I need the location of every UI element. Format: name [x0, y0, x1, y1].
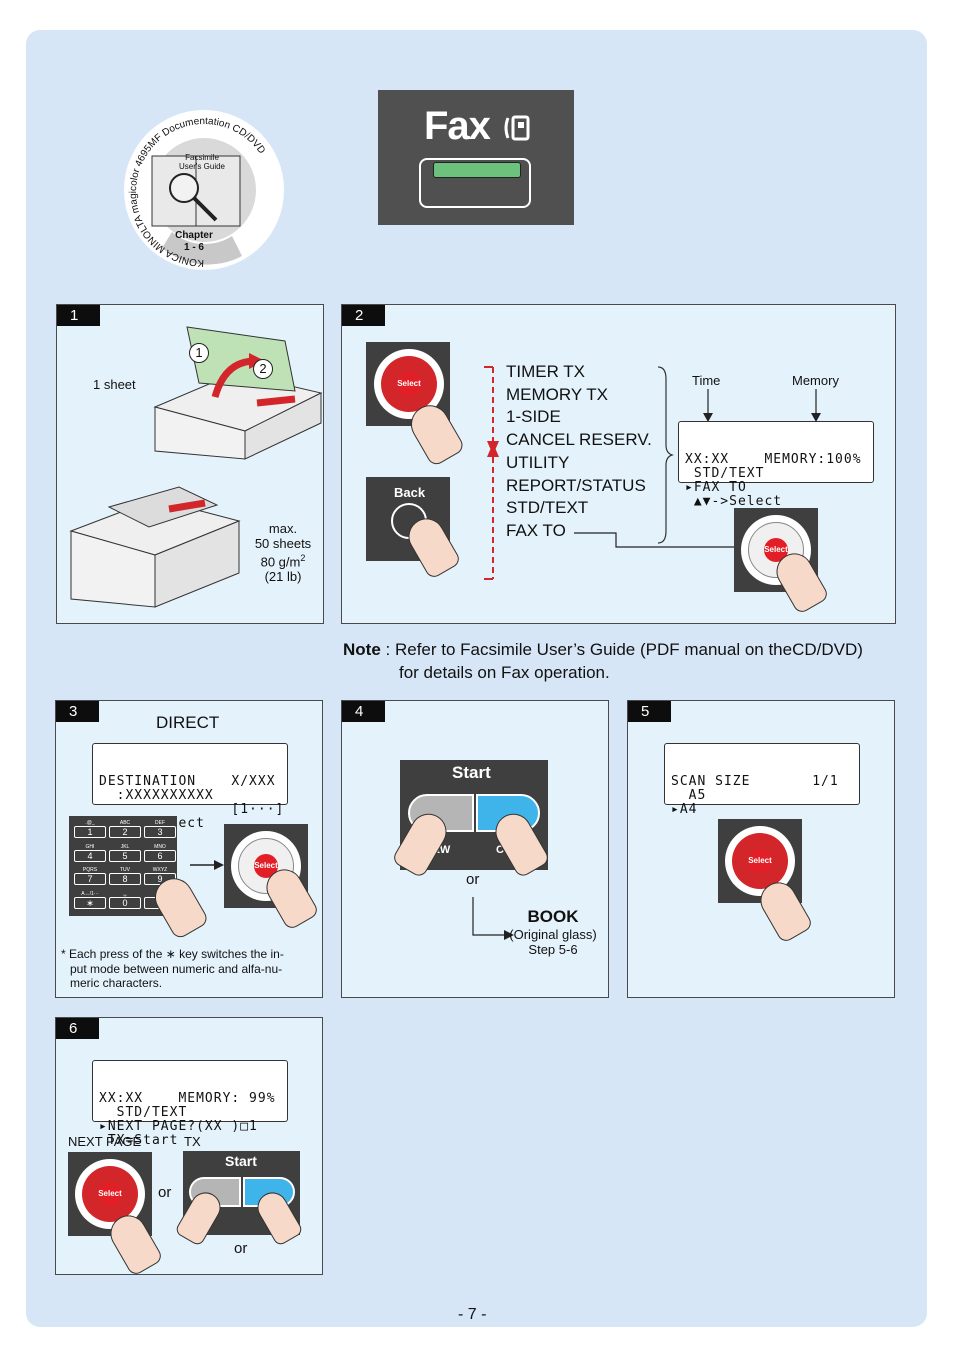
fax-key-button[interactable] [419, 158, 531, 208]
documentation-cd: KONICA MINOLTA magicolor 4695MF Document… [122, 108, 287, 273]
step2-back-key[interactable]: Back [366, 477, 463, 581]
step3-panel: 3 DIRECT DESTINATION X/XXX :XXXXXXXXXX [… [55, 700, 323, 998]
select-button[interactable]: Select [254, 854, 278, 878]
cd-chapter-label: Chapter [175, 230, 213, 241]
step6-start-key: Start [174, 1151, 304, 1248]
step2-number: 2 [342, 305, 385, 326]
keypad-key-0[interactable]: ␣0 [109, 891, 141, 913]
menu-item-memory-tx[interactable]: MEMORY TX [506, 384, 609, 404]
step1-marker-2: 2 [253, 359, 273, 379]
step4-or: or [466, 871, 480, 888]
cd-book-title-1: Facsimile [185, 153, 219, 162]
cd-book-title-2: User's Guide [179, 162, 225, 171]
step5-lcd: SCAN SIZE 1/1 A5▸A4 [664, 743, 860, 817]
keypad-key-1[interactable]: .@_1 [74, 820, 106, 842]
step3-number: 3 [56, 701, 99, 722]
step5-number: 5 [628, 701, 671, 722]
step2-lcd: XX:XX MEMORY:100% STD/TEXT▸FAX TO ▲▼->Se… [678, 421, 874, 509]
step4-number: 4 [342, 701, 385, 722]
step2-select-dial-confirm[interactable]: Select [734, 508, 831, 616]
select-button[interactable]: Select [98, 1182, 122, 1206]
step6-start-label: Start [225, 1153, 257, 1169]
step5-panel: 5 SCAN SIZE 1/1 A5▸A4 Select [627, 700, 895, 998]
menu-item-report-status[interactable]: REPORT/STATUS [506, 475, 646, 495]
cd-disc-graphic: KONICA MINOLTA magicolor 4695MF Document… [124, 110, 284, 270]
next-page-label: NEXT PAGE [68, 1134, 142, 1149]
step6-lcd: XX:XX MEMORY: 99% STD/TEXT▸NEXT PAGE?(XX… [92, 1060, 288, 1148]
step4-panel: 4 Start B&W Color or BOOK (Original glas… [341, 700, 609, 998]
step5-select-dial[interactable]: Select [718, 819, 815, 945]
menu-item-std-text[interactable]: STD/TEXT [506, 498, 589, 518]
step2-scroll-arrows [484, 366, 499, 580]
step1-panel: 1 1 sheet 1 2 max. 50 sheets 80 g/m2 (21… [56, 304, 324, 624]
step2-menu-brace [657, 366, 674, 544]
select-button[interactable]: Select [397, 372, 421, 396]
start-label: Start [452, 763, 491, 782]
step1-adf-note: max. 50 sheets 80 g/m2 (21 lb) [254, 521, 312, 585]
step6-select-dial[interactable]: Select [68, 1152, 165, 1278]
note-line-1: : Refer to Facsimile User’s Guide (PDF m… [385, 640, 863, 659]
note-label: Note [343, 640, 381, 659]
time-label: Time [692, 373, 721, 388]
step3-footnote: * Each press of the ∗ key switches the i… [61, 947, 284, 990]
fax-key-label: Fax [424, 104, 491, 148]
page-number: - 7 - [458, 1306, 487, 1323]
printer-adf-illustration [69, 486, 241, 608]
step2-select-dial[interactable]: Select [366, 342, 466, 468]
cd-chapter-range: 1 - 6 [183, 242, 204, 253]
step4-book-note: BOOK (Original glass) Step 5-6 [509, 907, 597, 957]
step2-panel: 2 Select Back TIMER TX MEMORY TX 1-SIDE … [341, 304, 896, 624]
menu-item-utility[interactable]: UTILITY [506, 452, 570, 472]
step1-glass-note: 1 sheet [93, 377, 136, 392]
step3-lcd: DESTINATION X/XXX :XXXXXXXXXX [1···] EDI… [92, 743, 288, 831]
step1-number: 1 [57, 305, 100, 326]
step6-or-2: or [234, 1240, 248, 1257]
fax-icon [504, 114, 530, 142]
step3-title: DIRECT [156, 713, 220, 732]
fax-key-panel: Fax [378, 90, 574, 225]
step3-select-dial[interactable]: Select [224, 824, 321, 932]
step4-book-arrow [472, 897, 514, 940]
keypad-key-star[interactable]: A↔/1···∗ [74, 891, 106, 913]
menu-item-cancel-reserv[interactable]: CANCEL RESERV. [506, 430, 652, 450]
step2-menu-list: TIMER TX MEMORY TX 1-SIDE CANCEL RESERV.… [506, 361, 652, 543]
fax-note: Note : Refer to Facsimile User’s Guide (… [343, 638, 863, 684]
tx-label: TX [184, 1134, 201, 1149]
step6-panel: 6 XX:XX MEMORY: 99% STD/TEXT▸NEXT PAGE?(… [55, 1017, 323, 1278]
menu-item-timer-tx[interactable]: TIMER TX [506, 362, 586, 381]
select-button[interactable]: Select [748, 849, 772, 873]
menu-item-fax-to[interactable]: FAX TO [506, 520, 566, 540]
step1-marker-1: 1 [189, 343, 209, 363]
step6-number: 6 [56, 1018, 99, 1039]
step6-or-1: or [158, 1184, 172, 1201]
printer-top-illustration [153, 326, 323, 460]
memory-label: Memory [792, 373, 839, 388]
step3-arrow [190, 860, 224, 870]
step2-lcd-pointers [703, 389, 821, 422]
step4-start-key: Start B&W Color [390, 760, 552, 879]
menu-item-1-side[interactable]: 1-SIDE [506, 407, 561, 427]
back-key-label: Back [394, 485, 426, 500]
fax-key-led [433, 162, 521, 178]
note-line-2: for details on Fax operation. [399, 663, 610, 682]
